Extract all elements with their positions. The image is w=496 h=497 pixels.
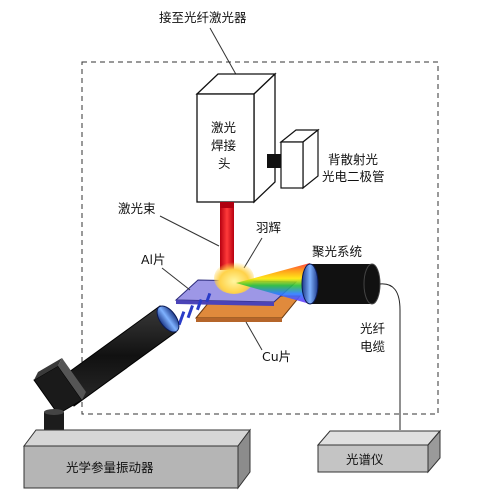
measurement-beam xyxy=(177,292,212,326)
photodiode xyxy=(267,128,320,190)
focusing-system-label: 聚光系统 xyxy=(312,244,362,259)
laser-beam-label: 激光束 xyxy=(118,201,156,216)
plume-label: 羽辉 xyxy=(256,220,281,235)
vibrometer-base xyxy=(23,428,251,490)
plume xyxy=(214,262,254,294)
laser-source-leader xyxy=(209,27,239,79)
welding-head-label-2: 焊接 xyxy=(211,138,237,153)
photodiode-label-2: 光电二极管 xyxy=(322,169,385,184)
focusing-system xyxy=(301,263,381,305)
welding-head-label-3: 头 xyxy=(218,156,231,171)
spectrometer-label: 光谱仪 xyxy=(346,452,384,467)
fiber-cable-label-2: 电缆 xyxy=(360,339,386,354)
fiber-cable xyxy=(379,283,401,430)
spectrometer xyxy=(316,429,442,474)
al-sheet-label: Al片 xyxy=(141,252,166,267)
photodiode-label-1: 背散射光 xyxy=(328,152,378,167)
laser-beam xyxy=(220,208,234,270)
cu-sheet-leader xyxy=(245,321,263,351)
welding-head: 激光 焊接 头 xyxy=(195,72,277,204)
vibrometer-probe xyxy=(33,305,180,432)
laser-source-label: 接至光纤激光器 xyxy=(159,10,247,25)
nozzle xyxy=(220,202,234,208)
plume-leader xyxy=(243,237,263,269)
vibrometer-label: 光学参量振动器 xyxy=(66,460,154,475)
emission-spectrum xyxy=(236,263,310,304)
al-sheet-leader xyxy=(161,267,191,291)
enclosure-frame xyxy=(81,61,439,415)
fiber-cable-label-1: 光纤 xyxy=(360,321,386,336)
welding-head-label-1: 激光 xyxy=(211,120,236,135)
cu-sheet-label: Cu片 xyxy=(262,349,291,364)
laser-beam-leader xyxy=(159,215,220,247)
